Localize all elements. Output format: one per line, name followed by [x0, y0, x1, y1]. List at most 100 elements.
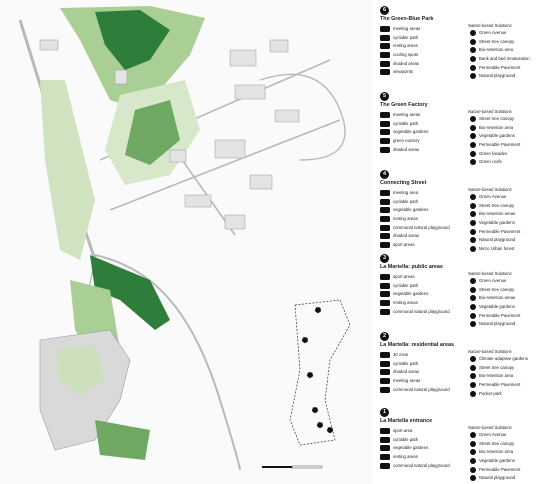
- uses-item: communal natural playground: [380, 461, 466, 470]
- nbs-item: Bio-retention area: [468, 124, 546, 133]
- nbs-item: Bio-retention area: [468, 46, 546, 55]
- building: [249, 174, 273, 190]
- uses-label: meeting areas: [393, 26, 421, 32]
- nbs-item: Bio-retention areas: [468, 294, 546, 303]
- shaded-areas-icon: [380, 60, 390, 67]
- uses-item: meeting area: [380, 189, 466, 198]
- nbs-header: Nature-based Solutions: [468, 187, 512, 192]
- area-marker-2: [316, 421, 324, 429]
- natural-playground-icon: [470, 475, 476, 482]
- nbs-label: Bio-retention area: [479, 373, 514, 379]
- nbs-label: Street tree canopy: [479, 364, 515, 370]
- uses-item: sport areas: [380, 241, 466, 250]
- masterplan-map[interactable]: [0, 0, 372, 484]
- resting-areas-icon: [380, 300, 390, 307]
- nbs-item: Bio-retention areas: [468, 210, 546, 219]
- cyclable-path-icon: [380, 436, 390, 443]
- meeting-areas-icon: [380, 190, 390, 197]
- nbs-item: Green roofs: [468, 158, 546, 167]
- nbs-item: Green Avenue: [468, 431, 546, 440]
- section-number-badge: 3: [380, 254, 389, 263]
- nbs-label: Bio-retention areas: [479, 295, 516, 301]
- nbs-label: Bio-retention area: [479, 47, 514, 53]
- nbs-header: Nature-based Solutions: [468, 349, 512, 354]
- nbs-header: Nature-based Solutions: [468, 425, 512, 430]
- uses-item: shaded areas: [380, 59, 466, 68]
- viewpoints-icon: [380, 69, 390, 76]
- uses-label: vegetable gardens: [393, 207, 429, 213]
- nbs-label: Street tree canopy: [479, 38, 515, 44]
- uses-label: shaded areas: [393, 146, 420, 152]
- nbs-item: Street tree canopy: [468, 38, 546, 47]
- nbs-item: Vegetable gardens: [468, 457, 546, 466]
- nbs-label: Green Avenue: [479, 278, 507, 284]
- uses-item: vegetable gardens: [380, 206, 466, 215]
- street-tree-canopy-icon: [470, 440, 476, 447]
- nbs-item: Street tree canopy: [468, 286, 546, 295]
- street-tree-canopy-icon: [470, 286, 476, 293]
- cooling-spots-icon: [380, 52, 390, 59]
- nbs-label: Bio-retention areas: [479, 211, 516, 217]
- natural-playground-icon: [380, 224, 390, 231]
- permeable-pavement-icon: [470, 382, 476, 389]
- nbs-label: Permeable Pavement: [479, 382, 521, 388]
- uses-item: meeting areas: [380, 377, 466, 386]
- uses-label: cyclable path: [393, 436, 419, 442]
- vegetable-gardens-icon: [470, 220, 476, 227]
- cyclable-path-icon: [380, 34, 390, 41]
- resting-areas-icon: [380, 216, 390, 223]
- loop-road: [259, 73, 346, 161]
- sport-areas-icon: [380, 241, 390, 248]
- bio-retention-icon: [470, 124, 476, 131]
- sport-areas-icon: [380, 274, 390, 281]
- nbs-label: Street tree canopy: [479, 286, 515, 292]
- area-marker-4: [306, 371, 314, 379]
- nbs-item: Vegetable gardens: [468, 219, 546, 228]
- nbs-item: Street tree canopy: [468, 202, 546, 211]
- natural-playground-icon: [470, 73, 476, 80]
- key-plan-outline: [289, 299, 351, 446]
- section-title: La Martella: public areas: [380, 264, 443, 270]
- permeable-pavement-icon: [470, 312, 476, 319]
- nbs-header: Nature-based Solutions: [468, 271, 512, 276]
- uses-label: shaded areas: [393, 369, 420, 375]
- cyclable-path-icon: [380, 120, 390, 127]
- sport-areas-icon: [380, 428, 390, 435]
- section-number-badge: 2: [380, 332, 389, 341]
- shaded-areas-icon: [380, 369, 390, 376]
- nbs-item: Bio-retention area: [468, 372, 546, 381]
- nbs-label: Natural playground: [479, 475, 516, 481]
- nbs-label: Vegetable gardens: [479, 304, 515, 310]
- nbs-item: Natural playground: [468, 236, 546, 245]
- uses-label: sport area: [393, 428, 413, 434]
- uses-item: 30 zone: [380, 351, 466, 360]
- 30-zone-icon: [380, 352, 390, 359]
- building: [169, 149, 187, 163]
- industrial-road-b: [109, 119, 341, 211]
- nbs-item: Permeable Pavement: [468, 311, 546, 320]
- uses-item: shaded areas: [380, 145, 466, 154]
- nbs-label: Natural playground: [479, 73, 516, 79]
- nbs-label: Permeable Pavement: [479, 142, 521, 148]
- bank-bed-renaturation-icon: [470, 56, 476, 63]
- nbs-label: Bank and bed renaturation: [479, 56, 530, 62]
- scale-bar: [262, 465, 323, 469]
- nbs-item: Natural playground: [468, 474, 546, 483]
- pocket-park-icon: [470, 390, 476, 397]
- vegetable-gardens-icon: [470, 458, 476, 465]
- bio-retention-icon: [470, 47, 476, 54]
- uses-label: meeting areas: [393, 112, 421, 118]
- uses-label: cyclable path: [393, 120, 419, 126]
- street-tree-canopy-icon: [470, 116, 476, 123]
- uses-item: shaded areas: [380, 232, 466, 241]
- uses-item: vegetable gardens: [380, 128, 466, 137]
- nbs-item: Permeable Pavement: [468, 227, 546, 236]
- section-number-badge: 4: [380, 170, 389, 179]
- green-facades-icon: [470, 150, 476, 157]
- building-footprints: [39, 39, 300, 230]
- uses-label: vegetable gardens: [393, 445, 429, 451]
- uses-label: resting areas: [393, 216, 418, 222]
- uses-label: viewpoints: [393, 69, 414, 75]
- cyclable-path-icon: [380, 282, 390, 289]
